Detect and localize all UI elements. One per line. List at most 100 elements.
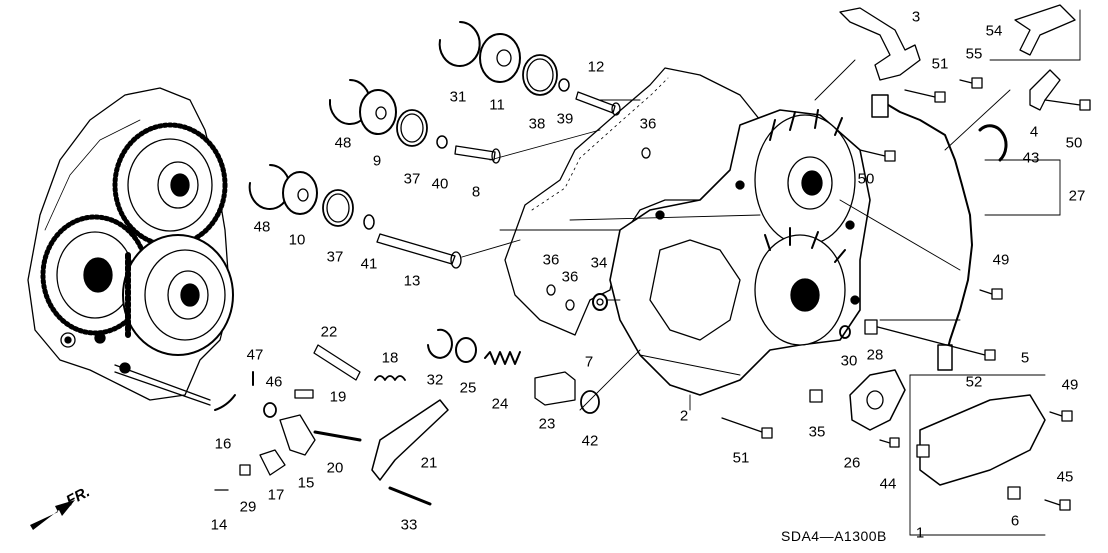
callout-25: 25 <box>459 379 477 397</box>
callout-48a: 48 <box>334 134 352 152</box>
bracket-15 <box>279 414 316 456</box>
plug-35 <box>809 389 823 403</box>
pin-33 <box>388 486 432 506</box>
callout-55: 55 <box>965 45 983 63</box>
o-ring-38 <box>522 54 558 96</box>
washer-36c <box>565 299 575 311</box>
callout-7: 7 <box>584 353 594 371</box>
callout-13: 13 <box>403 272 421 290</box>
callout-11: 11 <box>489 96 505 114</box>
seal-9 <box>359 89 397 135</box>
callout-36a: 36 <box>639 115 657 133</box>
bolt-45 <box>1044 499 1071 511</box>
callout-47: 47 <box>246 346 264 364</box>
callout-46: 46 <box>265 373 283 391</box>
callout-36b: 36 <box>542 251 560 269</box>
bolt-50b <box>859 149 896 162</box>
callout-16: 16 <box>214 435 232 453</box>
callout-24: 24 <box>491 395 509 413</box>
sensor-26 <box>849 369 906 431</box>
callout-50b: 50 <box>857 170 875 188</box>
snap-ring-31 <box>438 21 481 67</box>
pipe-8 <box>454 145 501 164</box>
wire-harness-27 <box>871 94 973 371</box>
washer-46 <box>263 402 277 418</box>
callout-29: 29 <box>239 498 257 516</box>
seal-10 <box>282 171 318 215</box>
plug-1 <box>916 444 930 458</box>
o-ring-37a <box>396 109 428 147</box>
callout-52: 52 <box>965 373 983 391</box>
pipe-13 <box>376 233 462 269</box>
callout-45: 45 <box>1056 468 1074 486</box>
callout-17: 17 <box>267 486 285 504</box>
bushing-19 <box>294 389 314 399</box>
leader-lines <box>461 9 1081 536</box>
seal-11 <box>479 33 521 83</box>
lever-21 <box>371 399 449 481</box>
callout-37a: 37 <box>403 170 421 188</box>
callout-34: 34 <box>590 254 608 272</box>
callout-35: 35 <box>808 423 826 441</box>
callout-22: 22 <box>320 323 338 341</box>
o-ring-39 <box>558 78 570 92</box>
callout-32: 32 <box>426 371 444 389</box>
callout-3: 3 <box>911 8 921 26</box>
callout-2: 2 <box>679 407 689 425</box>
callout-6: 6 <box>1010 512 1020 530</box>
callout-40: 40 <box>431 175 449 193</box>
callout-54: 54 <box>985 22 1003 40</box>
cover-5 <box>919 394 1046 486</box>
bracket-54 <box>1014 4 1076 56</box>
diagram-code: SDA4—A1300B <box>781 528 887 544</box>
seal-25 <box>455 337 477 363</box>
shift-shaft <box>114 362 211 406</box>
callout-19: 19 <box>329 388 347 406</box>
bolt-49a <box>979 288 1003 300</box>
bolt-44 <box>879 437 900 448</box>
pipe-12 <box>575 91 621 116</box>
seal-30 <box>839 325 851 339</box>
ring-42 <box>580 390 600 414</box>
gear-upper <box>112 122 228 248</box>
callout-31: 31 <box>449 88 467 106</box>
callout-21: 21 <box>420 454 438 472</box>
pin-20 <box>313 430 362 442</box>
callout-38: 38 <box>528 115 546 133</box>
o-ring-37b <box>322 189 354 227</box>
callout-30: 30 <box>840 352 858 370</box>
bolt-55 <box>959 77 983 89</box>
bolt-50a <box>1044 99 1091 111</box>
callout-5: 5 <box>1020 349 1030 367</box>
bolt-52 <box>869 324 996 361</box>
spring-16 <box>214 394 236 411</box>
callout-28: 28 <box>866 346 884 364</box>
callout-14: 14 <box>210 516 228 534</box>
callout-51a: 51 <box>931 55 949 73</box>
snap-ring-48b <box>248 164 291 210</box>
callout-9: 9 <box>372 152 382 170</box>
washer-36a <box>641 147 651 159</box>
seal-34 <box>592 293 608 311</box>
spring-18 <box>374 375 406 381</box>
callout-20: 20 <box>326 459 344 477</box>
callout-1: 1 <box>915 524 925 542</box>
gear-lower-left <box>40 214 150 336</box>
callout-4: 4 <box>1029 123 1039 141</box>
callout-23: 23 <box>538 415 556 433</box>
nut-6 <box>1007 486 1021 500</box>
o-ring-41 <box>363 214 375 230</box>
detent-17 <box>259 449 286 476</box>
callout-10: 10 <box>288 231 306 249</box>
callout-49b: 49 <box>1061 376 1079 394</box>
bracket-3 <box>839 7 921 81</box>
callout-49a: 49 <box>992 251 1010 269</box>
callout-26: 26 <box>843 454 861 472</box>
callout-44: 44 <box>879 475 897 493</box>
spring-24 <box>484 351 521 365</box>
callout-50a: 50 <box>1065 134 1083 152</box>
callout-48b: 48 <box>253 218 271 236</box>
o-ring-40 <box>436 135 448 149</box>
piston-23 <box>534 371 576 406</box>
